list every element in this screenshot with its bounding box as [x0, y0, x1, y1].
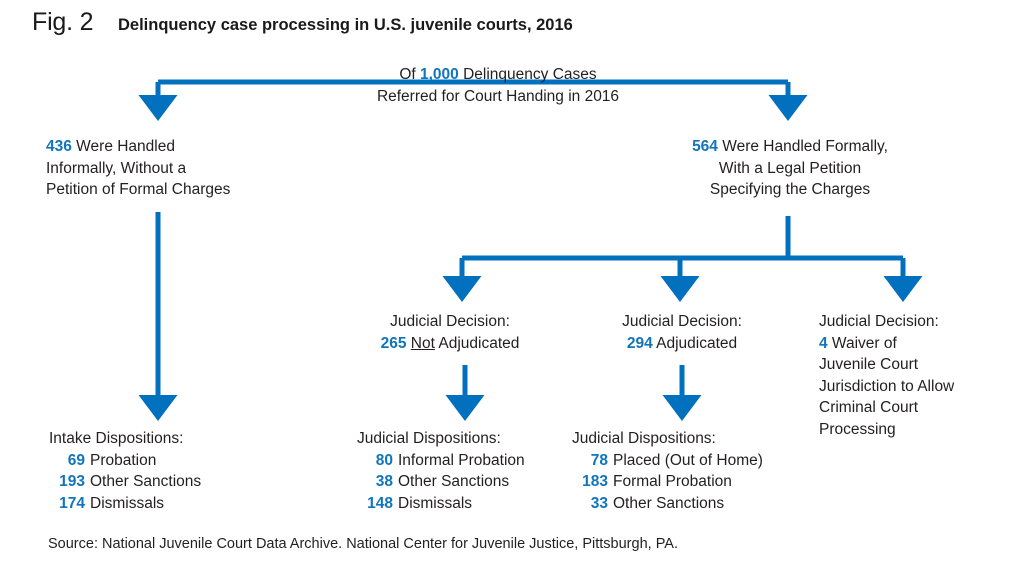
connector-decisions-to-dispositions — [445, 365, 702, 421]
informal-line3: Petition of Formal Charges — [46, 181, 231, 198]
dispositions-1-row-0-number: 80 — [375, 451, 393, 469]
dispositions-0-row-0-number: 69 — [67, 451, 85, 469]
decision-0-number: 265 — [380, 334, 407, 352]
informal-line1-post: Were Handled — [71, 138, 175, 155]
figure-title: Delinquency case processing in U.S. juve… — [118, 16, 573, 34]
node-formal: 564 Were Handled Formally, With a Legal … — [640, 136, 940, 201]
disposition-row: 38 Other Sanctions — [357, 471, 617, 493]
decision-0-underlined-word: Not — [410, 334, 435, 352]
decision-1-tail: Adjudicated — [652, 334, 738, 352]
decision-2-tail: Waiver of — [827, 334, 897, 352]
disposition-row: 78 Placed (Out of Home) — [572, 450, 852, 472]
dispositions-0-heading: Intake Dispositions: — [49, 430, 184, 447]
node-judicial-dispositions-adjudicated: Judicial Dispositions: 78 Placed (Out of … — [572, 428, 852, 514]
dispositions-1-row-0-label: Informal Probation — [398, 451, 525, 469]
decision-2-extra-line-4: Processing — [819, 420, 896, 438]
dispositions-0-row-2-label: Dismissals — [90, 494, 165, 512]
node-informal: 436 Were Handled Informally, Without a P… — [46, 136, 346, 201]
connector-formal-split — [442, 216, 923, 302]
decision-1-heading: Judicial Decision: — [622, 313, 742, 330]
node-decision-waiver: Judicial Decision: 4 Waiver of Juvenile … — [819, 311, 1019, 440]
dispositions-2-row-2-number: 33 — [590, 494, 608, 512]
root-line1-pre: Of — [399, 66, 420, 83]
dispositions-2-heading: Judicial Dispositions: — [572, 430, 716, 447]
decision-0-tail: Adjudicated — [434, 334, 520, 352]
dispositions-2-row-2-label: Other Sanctions — [613, 494, 725, 512]
disposition-row: 33 Other Sanctions — [572, 493, 852, 515]
node-root: Of 1,000 Delinquency Cases Referred for … — [348, 64, 648, 107]
dispositions-1-row-1-label: Other Sanctions — [398, 473, 510, 490]
disposition-row: 193 Other Sanctions — [49, 471, 309, 493]
figure-label: Fig. 2 — [32, 8, 94, 36]
dispositions-0-row-0-label: Probation — [90, 451, 157, 469]
dispositions-1-heading: Judicial Dispositions: — [357, 430, 501, 447]
informal-number: 436 — [46, 138, 72, 155]
disposition-row: 183 Formal Probation — [572, 471, 852, 493]
dispositions-0-row-1-label: Other Sanctions — [90, 473, 202, 490]
formal-line2: With a Legal Petition — [718, 159, 862, 177]
dispositions-2-row-0-number: 78 — [590, 451, 608, 469]
formal-line1-post: Were Handled Formally, — [717, 138, 888, 155]
decision-1-number: 294 — [626, 334, 653, 352]
decision-0-heading: Judicial Decision: — [390, 313, 510, 330]
formal-line3: Specifying the Charges — [709, 181, 871, 198]
root-total-number: 1,000 — [420, 66, 459, 83]
dispositions-0-row-1-number: 193 — [59, 473, 85, 490]
informal-line2: Informally, Without a — [46, 159, 187, 177]
disposition-row: 69 Probation — [49, 450, 309, 472]
dispositions-2-row-0-label: Placed (Out of Home) — [613, 451, 763, 469]
root-line1-post: Delinquency Cases — [458, 66, 597, 83]
decision-2-extra-line-1: Juvenile Court — [819, 356, 919, 373]
node-judicial-dispositions-not-adjudicated: Judicial Dispositions: 80 Informal Probat… — [357, 428, 617, 514]
node-decision-adjudicated: Judicial Decision: 294 Adjudicated — [567, 311, 797, 354]
dispositions-0-row-2-number: 174 — [59, 494, 85, 512]
decision-2-number: 4 — [819, 334, 828, 352]
decision-2-extra-line-3: Criminal Court — [819, 399, 919, 416]
node-decision-not-adjudicated: Judicial Decision: 265 Not Adjudicated — [335, 311, 565, 354]
formal-number: 564 — [692, 138, 718, 155]
dispositions-2-row-1-label: Formal Probation — [613, 473, 732, 490]
disposition-row: 148 Dismissals — [357, 493, 617, 515]
decision-2-extra-line-2: Jurisdiction to Allow — [819, 377, 955, 395]
dispositions-1-row-2-number: 148 — [367, 494, 393, 512]
decision-2-heading: Judicial Decision: — [819, 313, 939, 330]
node-intake-dispositions: Intake Dispositions: 69 Probation 193 Othe… — [49, 428, 309, 514]
disposition-row: 80 Informal Probation — [357, 450, 617, 472]
dispositions-2-row-1-number: 183 — [582, 473, 608, 490]
disposition-row: 174 Dismissals — [49, 493, 309, 515]
dispositions-1-row-1-number: 38 — [375, 473, 393, 490]
source-note: Source: National Juvenile Court Data Arc… — [48, 536, 678, 552]
dispositions-1-row-2-label: Dismissals — [398, 494, 473, 512]
root-line2: Referred for Court Handing in 2016 — [376, 87, 620, 105]
